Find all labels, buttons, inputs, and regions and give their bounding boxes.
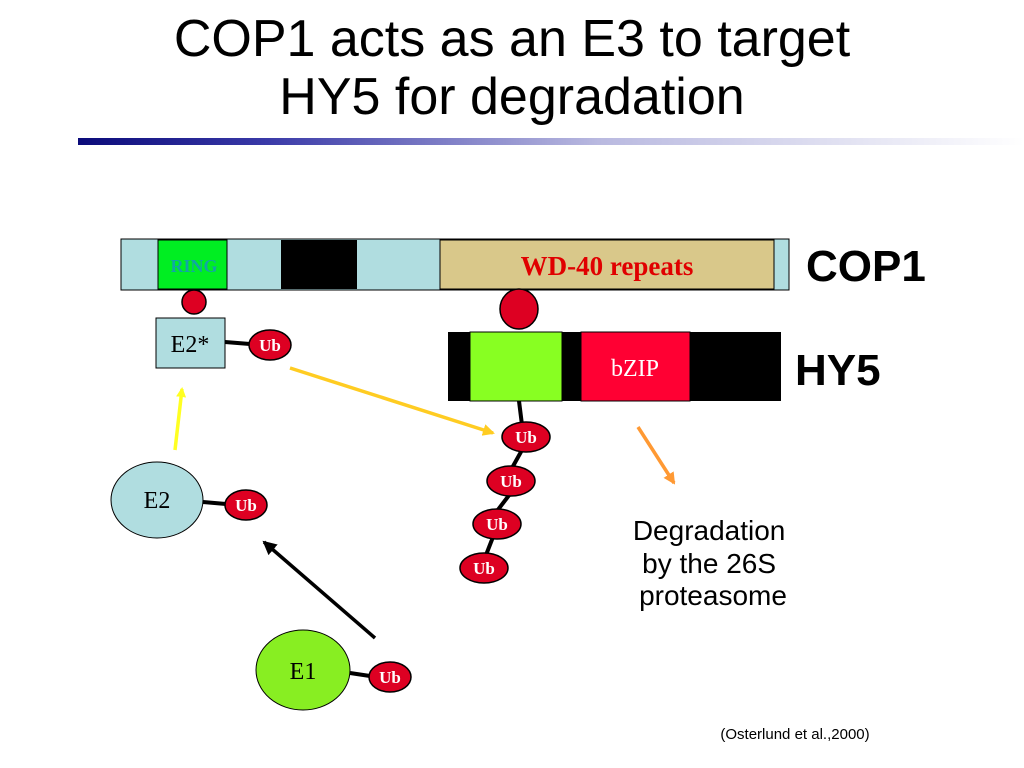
title-line-1: COP1 acts as an E3 to target (173, 10, 851, 68)
ubiquitin-1-label: Ub (515, 428, 537, 447)
bzip-domain (580, 331, 691, 402)
e2-star-ubiquitin (248, 329, 292, 361)
e2-star-box (155, 317, 226, 369)
e1-ubiquitin (368, 661, 412, 693)
e1-to-e2-arrow (262, 540, 377, 640)
cop1-label: COP1 (806, 242, 926, 291)
title-underline (78, 138, 1024, 145)
title-line-2: HY5 for degradation (279, 68, 745, 126)
hy5-protein: bZIP (448, 331, 781, 402)
wd40-label: WD-40 repeats (521, 251, 694, 281)
ring-binding-site (181, 289, 207, 315)
polyubiquitin-chain: Ub Ub Ub Ub (459, 400, 551, 584)
ring-domain (157, 239, 228, 290)
ubiquitin-4: Ub (459, 552, 509, 584)
cop1-protein: RING WD-40 repeats (120, 238, 790, 291)
wd40-binding-site (499, 288, 539, 330)
ub-transfer-arrow (289, 366, 495, 436)
e2-to-e2star-arrow (173, 387, 187, 451)
ubiquitin-1: Ub (501, 421, 551, 453)
e1-label: E1 (290, 659, 317, 685)
ubiquitin-3-label: Ub (486, 515, 508, 534)
ubiquitin-3: Ub (472, 508, 522, 540)
degradation-text: Degradation by the 26S proteasome (633, 515, 793, 611)
degradation-line-1: Degradation (633, 515, 786, 546)
cop1-black-domain (281, 240, 357, 289)
ubiquitin-2-label: Ub (500, 472, 522, 491)
e2-star-ubiquitin-label: Ub (259, 336, 281, 355)
e1-ubiquitin-label: Ub (379, 668, 401, 687)
ring-label: RING (170, 256, 217, 276)
degradation-line-2: by the 26S (642, 548, 776, 579)
e2-enzyme: E2 Ub (110, 461, 268, 539)
wd40-domain (439, 239, 775, 290)
e2-circle (110, 461, 204, 539)
degradation-line-3: proteasome (639, 580, 787, 611)
e1-circle (255, 629, 351, 711)
e2-label: E2 (144, 488, 171, 514)
ubiquitin-2: Ub (486, 465, 536, 497)
bzip-label: bZIP (611, 356, 659, 382)
degradation-arrow (636, 426, 676, 485)
e2-ubiquitin (224, 489, 268, 521)
citation: (Osterlund et al.,2000) (720, 726, 869, 743)
e2-star-enzyme: E2* Ub (155, 317, 292, 369)
ubiquitin-4-label: Ub (473, 559, 495, 578)
hy5-label: HY5 (795, 346, 881, 395)
e1-enzyme: E1 Ub (255, 629, 412, 711)
hy5-green-domain (469, 331, 563, 402)
e2-star-label: E2* (171, 332, 210, 358)
slide-title: COP1 acts as an E3 to target HY5 for deg… (0, 10, 1024, 126)
e2-ubiquitin-label: Ub (235, 496, 257, 515)
